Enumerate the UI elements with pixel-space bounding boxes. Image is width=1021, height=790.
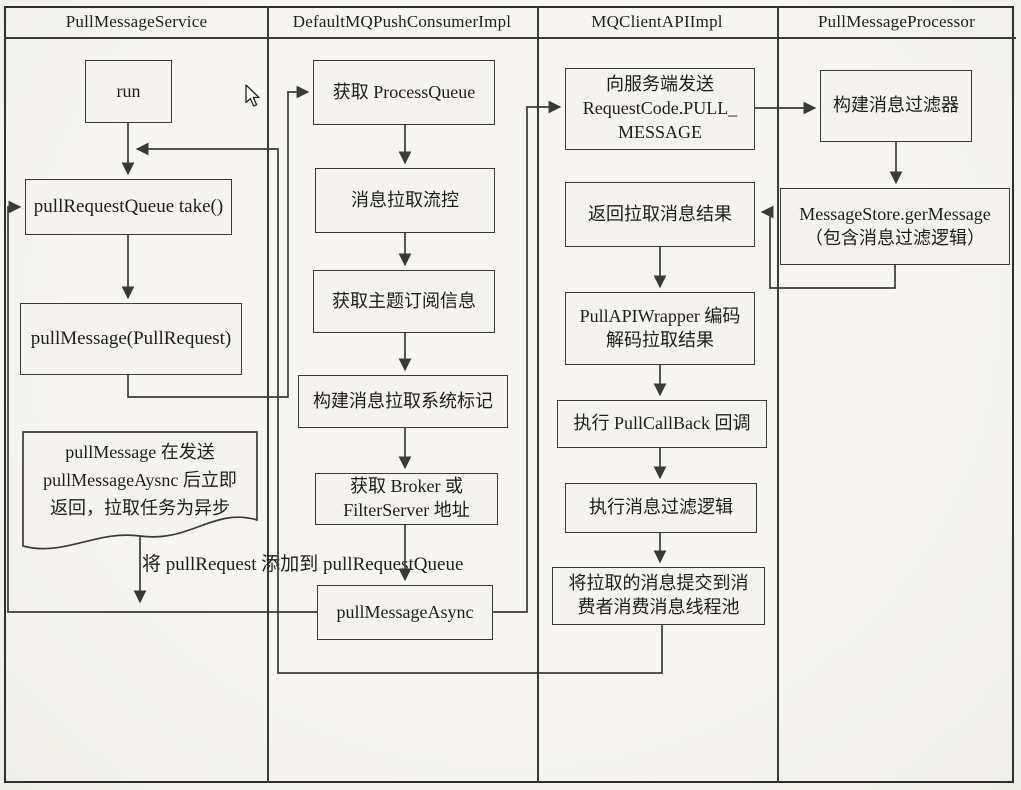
node-pullmessageasync: pullMessageAsync (317, 585, 493, 640)
lane-divider-3 (777, 6, 779, 783)
lane-divider-1 (267, 6, 269, 783)
node-pullmessage: pullMessage(PullRequest) (20, 303, 242, 375)
diagram-outer-border (4, 6, 1014, 783)
node-exec-filter-logic: 执行消息过滤逻辑 (565, 483, 757, 533)
lane-title-pullmessageservice: PullMessageService (65, 12, 208, 31)
node-pull-flow-control: 消息拉取流控 (315, 168, 495, 233)
node-build-message-filter: 构建消息过滤器 (820, 70, 972, 142)
lane-title-pullmessageprocessor: PullMessageProcessor (818, 12, 975, 31)
lane-divider-2 (537, 6, 539, 783)
header-divider (4, 37, 1016, 39)
node-return-pull-result: 返回拉取消息结果 (565, 182, 755, 247)
node-pullrequestqueue-take: pullRequestQueue take() (25, 179, 232, 235)
note-async-return: pullMessage 在发送 pullMessageAysnc 后立即 返回，… (43, 442, 237, 518)
node-messagestore-getmessage: MessageStore.gerMessage （包含消息过滤逻辑） (780, 188, 1010, 265)
node-submit-to-threadpool: 将拉取的消息提交到消 费者消费消息线程池 (552, 567, 765, 625)
node-exec-pullcallback: 执行 PullCallBack 回调 (557, 400, 767, 448)
node-run: run (85, 60, 172, 123)
node-send-pull-request: 向服务端发送 RequestCode.PULL_ MESSAGE (565, 68, 755, 150)
lane-title-mqclientapiimpl: MQClientAPIImpl (591, 12, 723, 31)
label-add-to-pullrequestqueue: 将 pullRequest 添加到 pullRequestQueue (142, 554, 464, 575)
node-get-processqueue: 获取 ProcessQueue (313, 60, 495, 125)
node-get-broker-address: 获取 Broker 或 FilterServer 地址 (315, 473, 498, 525)
lane-title-defaultmqpushconsumerimpl: DefaultMQPushConsumerImpl (292, 12, 512, 31)
node-build-sysflag: 构建消息拉取系统标记 (298, 375, 508, 428)
node-get-subscription: 获取主题订阅信息 (313, 270, 495, 333)
node-pullapiwrapper-decode: PullAPIWrapper 编码 解码拉取结果 (565, 292, 755, 365)
